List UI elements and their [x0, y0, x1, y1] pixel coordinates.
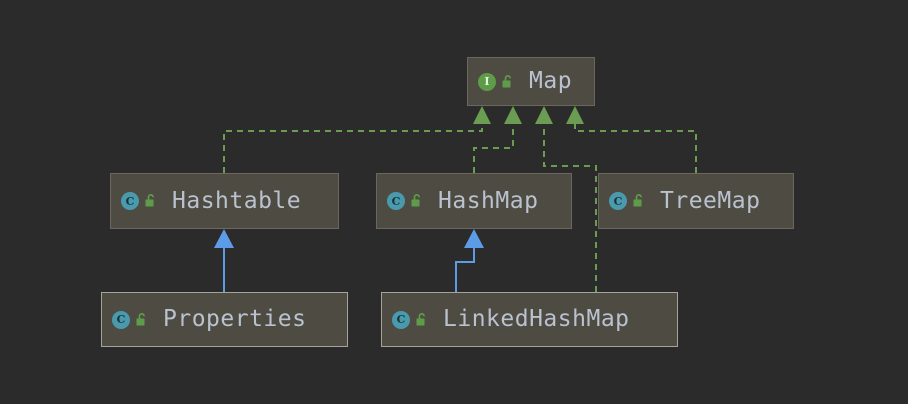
extends-arrowheads — [214, 229, 484, 248]
node-icon-group: C — [387, 192, 424, 210]
edge-hashtable-implements-map — [223, 116, 483, 173]
uml-node-label: Map — [529, 68, 573, 94]
uml-node-treemap[interactable]: C TreeMap — [598, 173, 794, 229]
edge-linkedhashmap-extends-hashmap — [455, 247, 475, 292]
interface-icon: I — [478, 72, 496, 91]
node-icon-group: C — [112, 310, 149, 329]
unlocked-padlock-icon — [136, 312, 145, 325]
uml-node-properties[interactable]: C Properties — [101, 292, 348, 347]
class-icon: C — [392, 310, 410, 329]
unlocked-padlock-icon — [502, 74, 511, 87]
arrowhead-extends-properties — [214, 229, 234, 248]
implements-arrowheads — [473, 106, 584, 124]
unlocked-padlock-icon — [416, 312, 425, 325]
uml-node-hashtable[interactable]: C Hashtable — [110, 173, 339, 229]
unlocked-padlock-icon — [633, 194, 642, 207]
uml-node-map[interactable]: I Map — [467, 57, 595, 106]
arrowhead-extends-linkedhashmap — [464, 229, 484, 248]
arrowhead-implements-2 — [504, 106, 522, 124]
class-icon: C — [387, 192, 405, 210]
class-icon: C — [609, 192, 627, 210]
unlocked-padlock-icon — [145, 194, 154, 207]
uml-node-linkedhashmap[interactable]: C LinkedHashMap — [381, 292, 678, 347]
uml-node-label: TreeMap — [660, 187, 761, 214]
uml-node-label: Properties — [163, 306, 307, 332]
arrowhead-implements-1 — [473, 106, 491, 124]
node-icon-group: I — [478, 72, 515, 91]
edge-treemap-implements-map — [574, 116, 697, 173]
arrowhead-implements-4 — [566, 106, 584, 124]
uml-node-label: Hashtable — [172, 187, 302, 214]
edge-hashmap-implements-map — [473, 116, 514, 173]
node-icon-group: C — [609, 192, 646, 210]
node-icon-group: C — [121, 192, 158, 210]
class-icon: C — [112, 310, 130, 329]
uml-node-hashmap[interactable]: C HashMap — [376, 173, 572, 229]
uml-node-label: HashMap — [438, 187, 539, 214]
unlocked-padlock-icon — [411, 194, 420, 207]
class-icon: C — [121, 192, 139, 210]
node-icon-group: C — [392, 310, 429, 329]
extends-edges — [223, 247, 475, 292]
arrowhead-implements-3 — [535, 106, 553, 124]
uml-node-label: LinkedHashMap — [443, 306, 630, 332]
